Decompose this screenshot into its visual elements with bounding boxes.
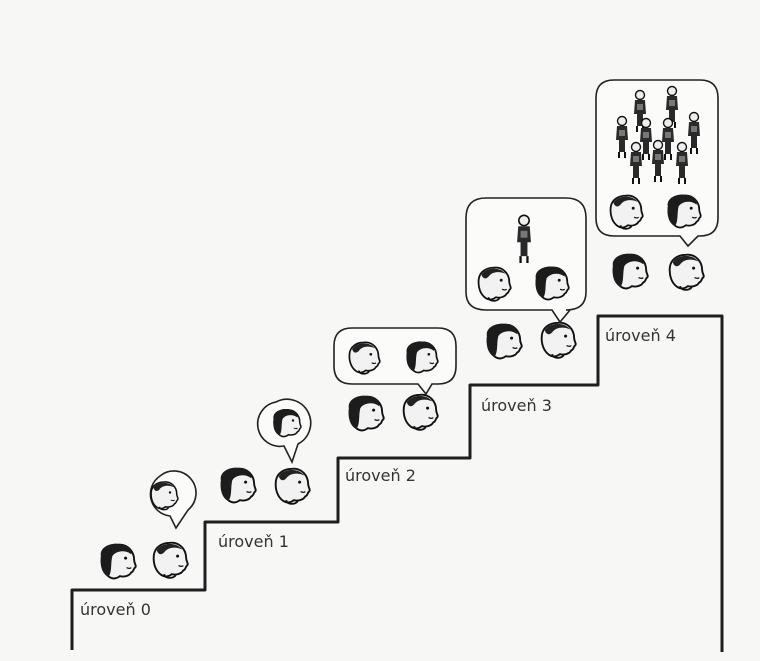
level-1-label: úroveň 1	[218, 532, 289, 551]
person-head-icon	[611, 252, 649, 290]
person-head-icon	[219, 466, 257, 504]
level-0-label: úroveň 0	[80, 600, 151, 619]
level-4-label: úroveň 4	[605, 326, 676, 345]
level-1-figures	[219, 398, 312, 505]
person-head-icon	[609, 194, 644, 230]
level-0-figures	[99, 470, 197, 580]
person-head-icon	[348, 341, 381, 375]
person-head-icon	[272, 408, 302, 438]
level-3-label: úroveň 3	[481, 396, 552, 415]
person-head-icon	[150, 481, 179, 511]
person-head-icon	[485, 322, 523, 360]
level-4-figures	[595, 79, 719, 291]
level-2-figures	[333, 327, 457, 432]
person-head-icon	[402, 393, 439, 431]
person-head-icon	[540, 321, 577, 359]
level-3-figures	[465, 197, 587, 360]
person-head-icon	[477, 266, 512, 302]
person-head-icon	[405, 340, 439, 374]
person-head-icon	[668, 253, 705, 291]
person-head-icon	[274, 467, 311, 505]
staircase-outline	[70, 314, 724, 652]
person-head-icon	[152, 541, 189, 579]
person-head-icon	[534, 265, 570, 301]
level-2-label: úroveň 2	[345, 466, 416, 485]
person-head-icon	[99, 542, 137, 580]
person-head-icon	[347, 394, 385, 432]
person-head-icon	[666, 193, 702, 229]
